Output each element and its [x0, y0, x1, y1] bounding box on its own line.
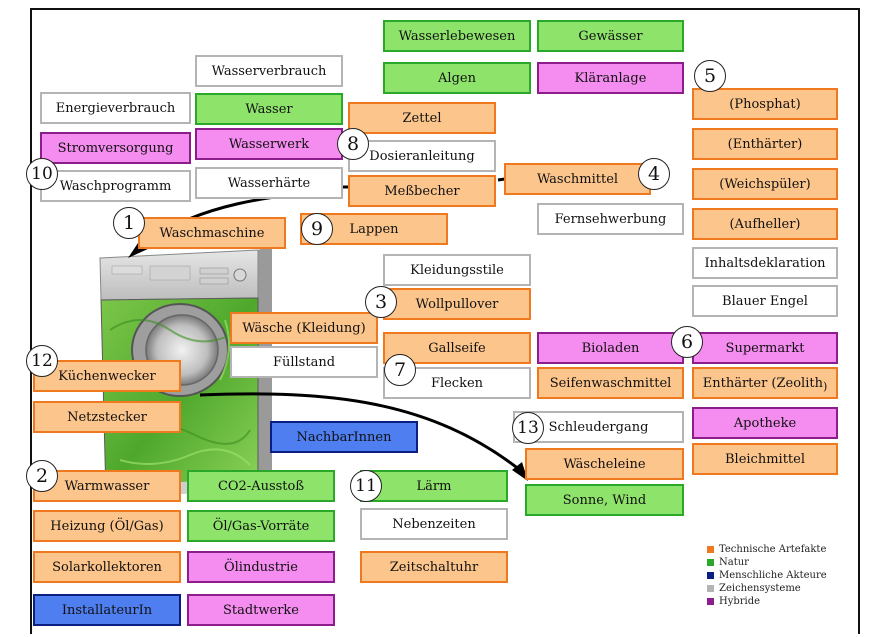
box-solarkollektoren: Solarkollektoren	[33, 551, 181, 583]
number-marker-5: 5	[694, 60, 726, 92]
number-marker-1: 1	[113, 207, 145, 239]
box-waschmittel: Waschmittel	[504, 163, 651, 195]
number-marker-2: 2	[26, 460, 58, 492]
box-netzstecker: Netzstecker	[33, 401, 181, 433]
box-aufheller: (Aufheller)	[692, 208, 838, 240]
legend-swatch-grey	[707, 585, 714, 592]
number-marker-6: 6	[671, 326, 703, 358]
box-enthaerter-zeolith: Enthärter (Zeolith)	[692, 367, 838, 399]
box-fuellstand: Füllstand	[230, 346, 378, 378]
legend-label: Zeichensysteme	[719, 583, 801, 594]
box-warmwasser: Warmwasser	[33, 470, 181, 502]
box-laerm: Lärm	[360, 470, 508, 502]
number-marker-10: 10	[26, 158, 58, 190]
box-dosieranleitung: Dosieranleitung	[348, 140, 496, 172]
box-inhaltsdeklaration: Inhaltsdeklaration	[692, 247, 838, 279]
number-marker-4: 4	[638, 158, 670, 190]
box-waschprogramm: Waschprogramm	[40, 170, 191, 202]
legend-label: Natur	[719, 557, 749, 568]
legend-swatch-purple	[707, 598, 714, 605]
legend-swatch-orange	[707, 546, 714, 553]
legend-item-zeichensysteme: Zeichensysteme	[707, 582, 827, 595]
box-co2-ausstoss: CO2-Ausstoß	[187, 470, 335, 502]
box-wasser: Wasser	[195, 93, 343, 125]
legend: Technische Artefakte Natur Menschliche A…	[707, 543, 827, 608]
box-nebenzeiten: Nebenzeiten	[360, 508, 508, 540]
box-weichspueler: (Weichspüler)	[692, 168, 838, 200]
box-seifenwaschmittel: Seifenwaschmittel	[537, 367, 684, 399]
box-algen: Algen	[383, 62, 531, 94]
enthaerter-zeolith-suffix: )	[822, 379, 828, 393]
box-enthaerter: (Enthärter)	[692, 128, 838, 160]
box-stadtwerke: Stadtwerke	[187, 594, 335, 626]
box-stromversorgung: Stromversorgung	[40, 132, 191, 164]
box-kleidungsstile: Kleidungsstile	[383, 254, 531, 286]
box-nachbarinnen: NachbarInnen	[270, 421, 418, 453]
number-marker-3: 3	[365, 286, 397, 318]
legend-item-technische-artefakte: Technische Artefakte	[707, 543, 827, 556]
box-wasserhaerte: Wasserhärte	[195, 167, 343, 199]
enthaerter-zeolith-label: Enthärter (Zeolith	[702, 375, 823, 391]
number-marker-12: 12	[26, 345, 58, 377]
box-installateurin: InstallateurIn	[33, 594, 181, 626]
box-oel-gas-vorraete: Öl/Gas-Vorräte	[187, 510, 335, 542]
number-marker-8: 8	[337, 128, 369, 160]
box-apotheke: Apotheke	[692, 407, 838, 439]
legend-item-menschliche-akteure: Menschliche Akteure	[707, 569, 827, 582]
box-sonne-wind: Sonne, Wind	[525, 484, 684, 516]
legend-label: Technische Artefakte	[719, 544, 827, 555]
box-wasserlebewesen: Wasserlebewesen	[383, 20, 531, 52]
box-waescheleine: Wäscheleine	[525, 448, 684, 480]
connector-line	[497, 177, 506, 182]
number-marker-7: 7	[384, 354, 416, 386]
number-marker-13: 13	[512, 412, 544, 444]
box-wollpullover: Wollpullover	[383, 288, 531, 320]
box-klaeranlage: Kläranlage	[537, 62, 684, 94]
legend-item-natur: Natur	[707, 556, 827, 569]
box-bioladen: Bioladen	[537, 332, 684, 364]
box-zettel: Zettel	[348, 102, 496, 134]
legend-swatch-blue	[707, 572, 714, 579]
box-heizung: Heizung (Öl/Gas)	[33, 510, 181, 542]
box-kuechenwecker: Küchenwecker	[33, 360, 181, 392]
box-zeitschaltuhr: Zeitschaltuhr	[360, 551, 508, 583]
box-messbecher: Meßbecher	[348, 175, 496, 207]
box-supermarkt: Supermarkt	[692, 332, 838, 364]
legend-label: Menschliche Akteure	[719, 570, 827, 581]
legend-swatch-green	[707, 559, 714, 566]
box-fernsehwerbung: Fernsehwerbung	[537, 203, 684, 235]
box-wasserwerk: Wasserwerk	[195, 128, 343, 160]
legend-label: Hybride	[719, 596, 761, 607]
box-wasserverbrauch: Wasserverbrauch	[195, 55, 343, 87]
number-marker-9: 9	[301, 213, 333, 245]
box-gallseife: Gallseife	[383, 332, 531, 364]
box-waschmaschine: Waschmaschine	[138, 217, 286, 249]
box-phosphat: (Phosphat)	[692, 88, 838, 120]
number-marker-11: 11	[350, 470, 382, 502]
box-blauer-engel: Blauer Engel	[692, 285, 838, 317]
box-gewaesser: Gewässer	[537, 20, 684, 52]
box-waesche-kleidung: Wäsche (Kleidung)	[230, 312, 378, 344]
box-oelindustrie: Ölindustrie	[187, 551, 335, 583]
box-energieverbrauch: Energieverbrauch	[40, 92, 191, 124]
box-bleichmittel: Bleichmittel	[692, 443, 838, 475]
legend-item-hybride: Hybride	[707, 595, 827, 608]
diagram-frame	[30, 8, 860, 634]
